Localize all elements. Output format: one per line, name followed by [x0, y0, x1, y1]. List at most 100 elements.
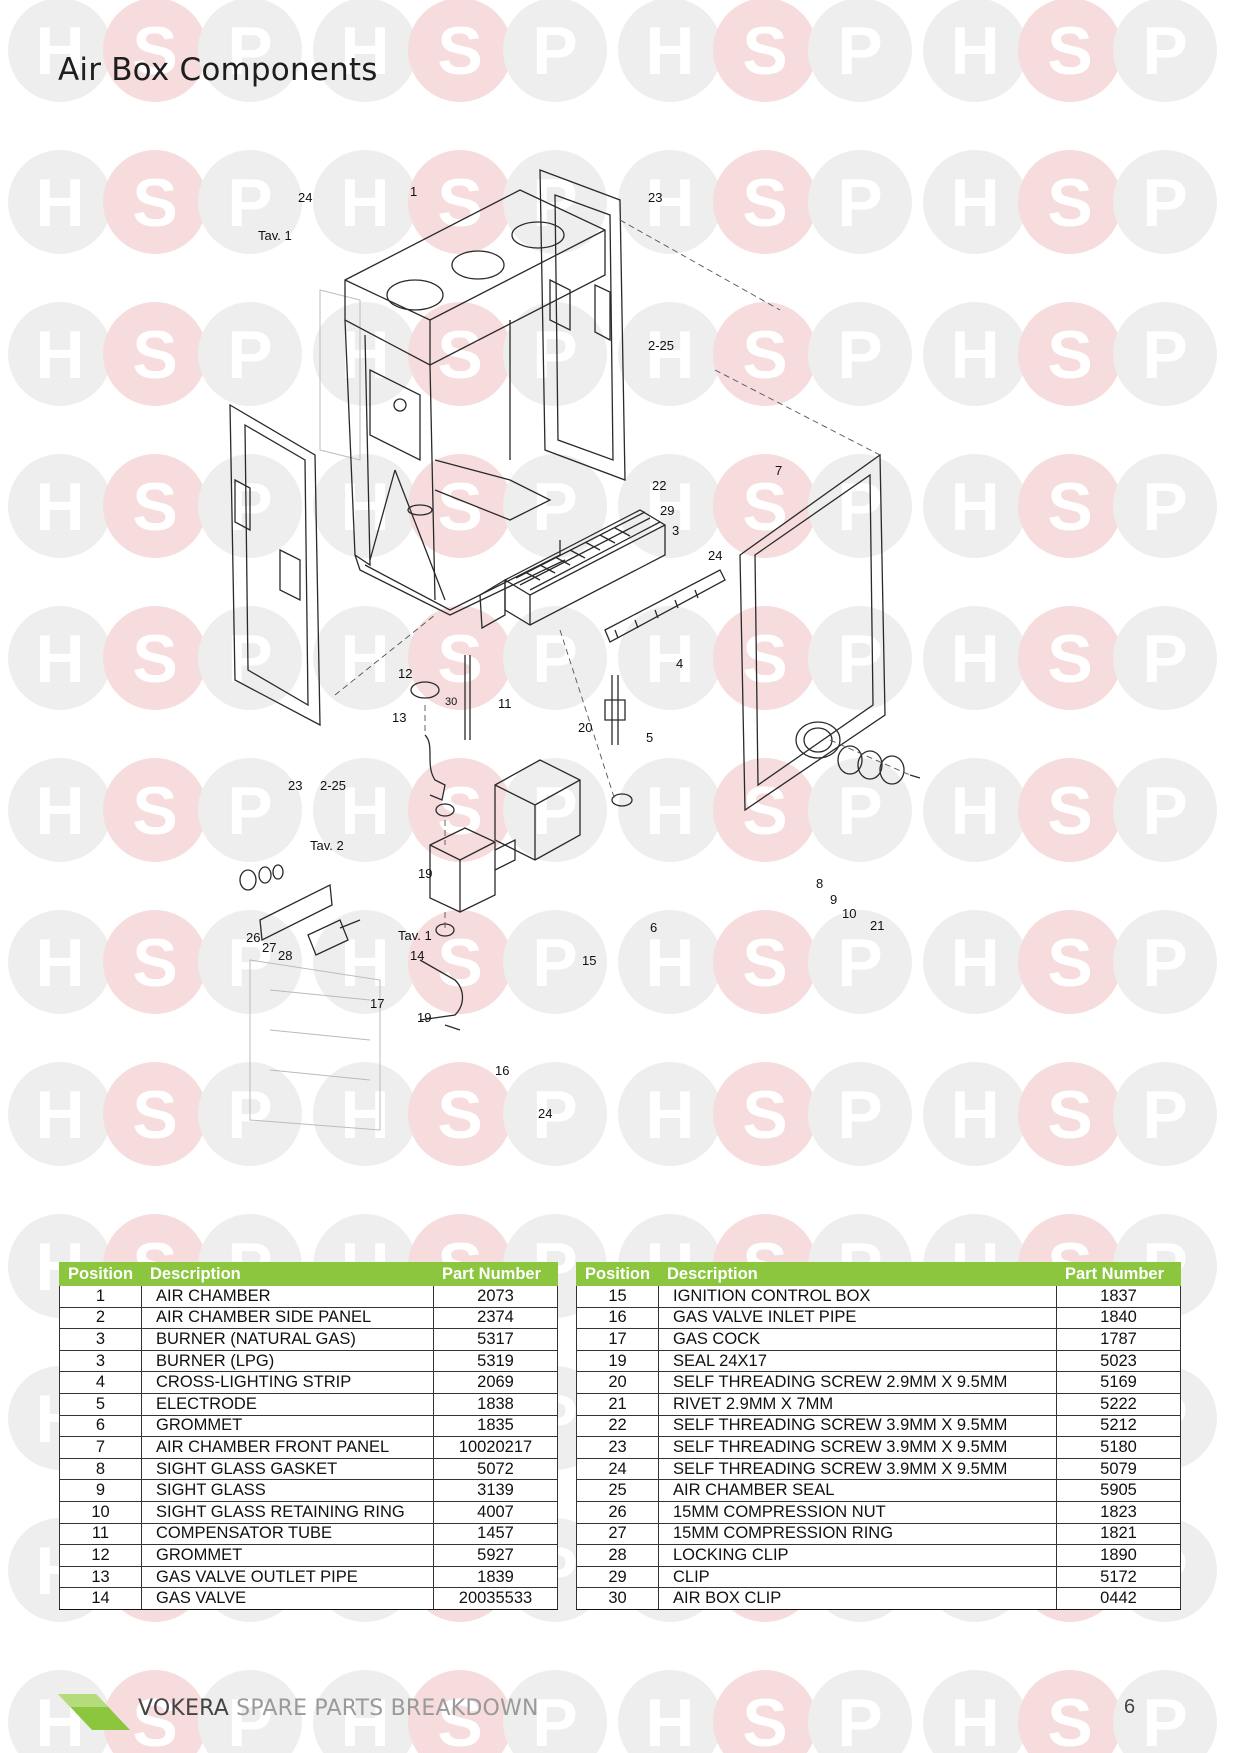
grommet-part — [611, 793, 633, 807]
watermark-circle — [1018, 606, 1122, 710]
diagram-callout: Tav. 2 — [310, 838, 344, 853]
diagram-callout: 2-25 — [648, 338, 674, 353]
cell-position: 23 — [576, 1436, 659, 1459]
diagram-callout: 17 — [370, 996, 384, 1011]
cell-description: AIR CHAMBER SEAL — [658, 1479, 1057, 1502]
watermark-circle — [1113, 758, 1217, 862]
diagram-callout: 24 — [538, 1106, 552, 1121]
watermark-letter: S — [437, 621, 482, 697]
watermark-circle — [923, 454, 1027, 558]
footer-title: VOKERA SPARE PARTS BREAKDOWN — [138, 1696, 539, 1721]
watermark-circle — [808, 758, 912, 862]
watermark-letter: S — [132, 621, 177, 697]
watermark-letter: H — [35, 773, 84, 849]
watermark-letter: H — [950, 621, 999, 697]
watermark-letter: P — [532, 925, 577, 1001]
watermark-circle — [1018, 150, 1122, 254]
cell-description: AIR CHAMBER SIDE PANEL — [141, 1306, 434, 1330]
watermark-circle — [8, 454, 112, 558]
cell-position: 5 — [59, 1392, 142, 1416]
watermark-circle — [198, 302, 302, 406]
watermark-letter: P — [1142, 165, 1187, 241]
cell-part-number: 20035533 — [433, 1587, 558, 1610]
watermark-letter: S — [437, 1685, 482, 1753]
cell-position: 30 — [576, 1587, 659, 1610]
watermark-letter: P — [227, 1685, 272, 1753]
watermark-letter: S — [742, 13, 787, 89]
watermark-circle — [313, 0, 417, 102]
cell-description: ELECTRODE — [141, 1392, 434, 1416]
watermark-circle — [503, 606, 607, 710]
watermark-letter: P — [532, 1077, 577, 1153]
cell-part-number: 5317 — [433, 1328, 558, 1351]
cell-position: 22 — [576, 1414, 659, 1438]
watermark-circle — [503, 758, 607, 862]
cell-part-number: 10020217 — [433, 1436, 558, 1459]
watermark-circle — [408, 758, 512, 862]
watermark-letter: H — [645, 13, 694, 89]
diagram-callout: 19 — [417, 1010, 431, 1025]
cell-position: 1 — [59, 1285, 142, 1308]
diagram-callout: 19 — [418, 866, 432, 881]
watermark-letter: P — [837, 317, 882, 393]
air-chamber-part — [344, 189, 606, 616]
watermark-letter: P — [837, 13, 882, 89]
watermark-circle — [808, 302, 912, 406]
watermark-letter: S — [1047, 773, 1092, 849]
watermark-letter: H — [35, 165, 84, 241]
watermark-circle — [8, 606, 112, 710]
watermark-circle — [408, 150, 512, 254]
gas-cock-part — [307, 919, 361, 956]
cell-position: 21 — [576, 1392, 659, 1416]
cell-description: RIVET 2.9MM X 7MM — [658, 1392, 1057, 1416]
cell-description: SIGHT GLASS RETAINING RING — [141, 1500, 434, 1524]
watermark-letter: H — [950, 13, 999, 89]
watermark-circle — [808, 910, 912, 1014]
header-position: Position — [576, 1262, 659, 1286]
watermark-letter: P — [227, 317, 272, 393]
diagram-callout: 21 — [870, 918, 884, 933]
watermark-letter: S — [132, 773, 177, 849]
watermark-letter: H — [340, 925, 389, 1001]
cell-position: 25 — [576, 1479, 659, 1502]
cell-description: AIR BOX CLIP — [658, 1587, 1057, 1610]
watermark-circle — [618, 454, 722, 558]
watermark-letter: S — [1047, 469, 1092, 545]
watermark-letter: H — [340, 621, 389, 697]
gas-valve-outlet-pipe-part — [424, 734, 446, 801]
diagram-callout: 11 — [498, 696, 512, 711]
watermark-circle — [408, 302, 512, 406]
watermark-circle — [313, 910, 417, 1014]
watermark-circle — [1018, 1062, 1122, 1166]
cell-position: 3 — [59, 1328, 142, 1351]
watermark-circle — [1018, 758, 1122, 862]
watermark-letter: S — [1047, 1077, 1092, 1153]
watermark-circle — [923, 910, 1027, 1014]
cell-part-number: 1839 — [433, 1565, 558, 1589]
cell-description: CROSS-LIGHTING STRIP — [141, 1371, 434, 1394]
cell-part-number: 5319 — [433, 1349, 558, 1373]
watermark-letter: P — [837, 621, 882, 697]
watermark-circle — [8, 0, 112, 102]
watermark-letter: H — [950, 469, 999, 545]
cell-position: 29 — [576, 1565, 659, 1589]
cell-part-number: 5072 — [433, 1457, 558, 1481]
watermark-letter: S — [742, 1685, 787, 1753]
gas-valve-inlet-pipe-part — [419, 959, 464, 1031]
cell-part-number: 1890 — [1056, 1544, 1181, 1567]
watermark-letter: H — [645, 1077, 694, 1153]
diagram-callout: 7 — [775, 463, 782, 478]
header-position: Position — [59, 1262, 142, 1286]
diagram-callout: 2-25 — [320, 778, 346, 793]
header-part-number: Part Number — [1056, 1262, 1181, 1286]
